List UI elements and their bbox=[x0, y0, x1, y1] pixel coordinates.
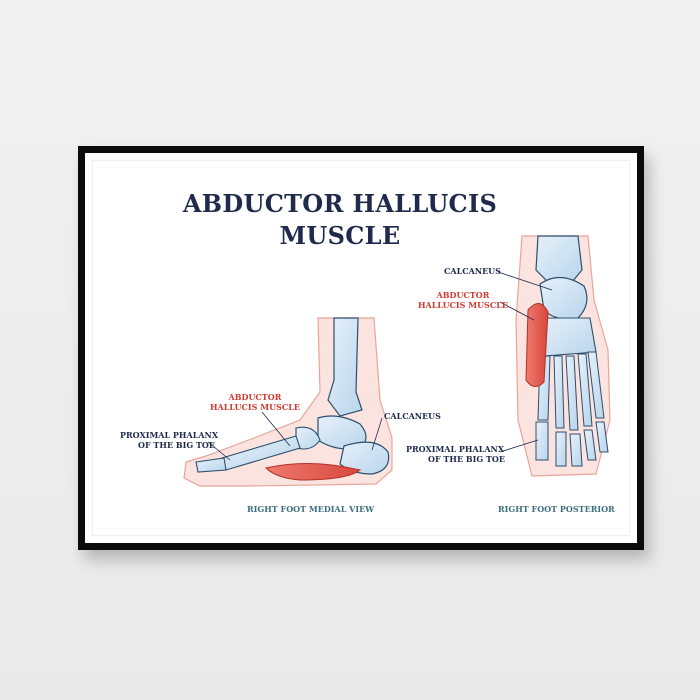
label-medial-abductor-line1: ABDUCTOR bbox=[210, 392, 300, 402]
label-medial-calcaneus: CALCANEUS bbox=[384, 411, 441, 421]
label-medial-phalanx-line1: PROXIMAL PHALANX bbox=[120, 430, 218, 440]
posterior-tibia bbox=[536, 236, 582, 282]
caption-medial-view: RIGHT FOOT MEDIAL VIEW bbox=[247, 504, 374, 514]
posterior-midfoot bbox=[540, 318, 596, 356]
label-posterior-abductor: ABDUCTOR HALLUCIS MUSCLE bbox=[418, 290, 508, 310]
label-medial-abductor-line2: HALLUCIS MUSCLE bbox=[210, 402, 300, 412]
label-posterior-abductor-line1: ABDUCTOR bbox=[418, 290, 508, 300]
label-posterior-phalanx-line1: PROXIMAL PHALANX bbox=[406, 444, 505, 454]
posterior-view-foot bbox=[498, 236, 610, 476]
caption-posterior-view: RIGHT FOOT POSTERIOR bbox=[498, 504, 615, 514]
label-posterior-phalanx: PROXIMAL PHALANX OF THE BIG TOE bbox=[406, 444, 505, 464]
label-posterior-abductor-line2: HALLUCIS MUSCLE bbox=[418, 300, 508, 310]
label-medial-abductor: ABDUCTOR HALLUCIS MUSCLE bbox=[210, 392, 300, 412]
label-medial-phalanx: PROXIMAL PHALANX OF THE BIG TOE bbox=[120, 430, 218, 450]
label-posterior-calcaneus: CALCANEUS bbox=[444, 266, 501, 276]
label-posterior-phalanx-line2: OF THE BIG TOE bbox=[406, 454, 505, 464]
label-medial-phalanx-line2: OF THE BIG TOE bbox=[120, 440, 218, 450]
posterior-abductor-muscle bbox=[526, 303, 548, 386]
